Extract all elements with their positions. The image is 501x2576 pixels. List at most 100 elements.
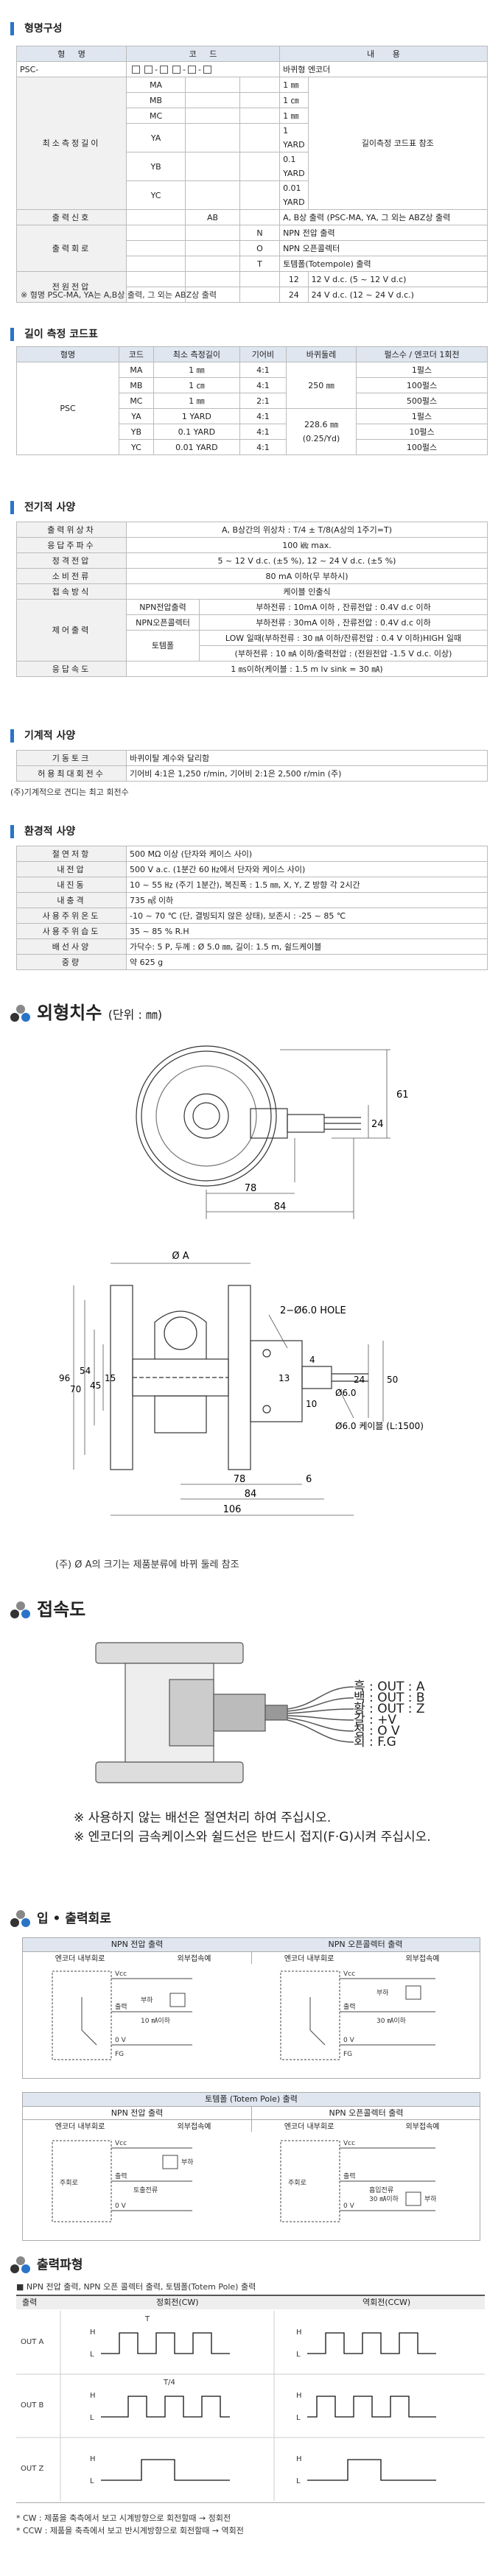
- length-model: PSC: [16, 362, 119, 455]
- electrical-title: 전기적 사양: [10, 501, 75, 514]
- waveform-heading: 출력파형: [10, 2254, 83, 2274]
- level-label: H: [90, 2328, 96, 2337]
- dim-label: 106: [223, 1504, 242, 1515]
- length-gear: 4:1: [239, 424, 287, 440]
- spec-sub: 토템폴: [126, 630, 200, 661]
- spec-label: 절연저항: [16, 846, 127, 862]
- length-code: MB: [119, 377, 154, 393]
- length-pulse: 1펄스: [356, 408, 488, 424]
- model-content: 1 ㎝: [279, 92, 309, 108]
- length-gear: 4:1: [239, 362, 287, 378]
- dim-label: 10: [306, 1399, 317, 1409]
- dim-label: 70: [70, 1384, 81, 1394]
- io-block-npn: NPN 전압 출력 NPN 오픈콜렉터 출력 엔코더 내부회로 외부접속예 엔코…: [22, 1937, 480, 2079]
- waveform-notes: * CW : 제품을 축측에서 보고 시계방향으로 회전할때 → 정회전 * C…: [16, 2512, 244, 2537]
- model-code: MA: [125, 77, 186, 93]
- length-header: 코드: [119, 346, 154, 362]
- dim-label: 24: [371, 1119, 384, 1130]
- io-label: 출력: [343, 2172, 356, 2180]
- top-view-drawing: 78 84 61 24: [136, 1045, 409, 1219]
- length-gear: 4:1: [239, 439, 287, 455]
- length-min: 1 YARD: [153, 408, 240, 424]
- wire-list: 흑 : OUT : A 백 : OUT : B 황 : OUT : Z 갈 : …: [354, 1681, 425, 1749]
- level-label: H: [90, 2392, 96, 2400]
- model-header: 형 명: [16, 46, 127, 62]
- spec-value: A, B상간의 위상차 : T/4 ± T/8(A상의 1주기=T): [126, 522, 488, 538]
- model-content: 12 V d.c. (5 ~ 12 V d.c): [307, 271, 488, 287]
- io-label: 0 V: [115, 2203, 127, 2210]
- io-label: 부하: [181, 2158, 194, 2166]
- model-group: 출력회로: [16, 225, 127, 272]
- model-content: A, B상 출력 (PSC-MA, YA, 그 외는 ABZ상 출력: [279, 209, 488, 225]
- io-label: Vcc: [343, 2140, 355, 2147]
- spec-value: -10 ~ 70 ℃ (단, 결빙되지 않은 상태), 보존시 : -25 ~ …: [126, 908, 488, 924]
- io-header: NPN 오픈콜렉터 출력: [251, 1938, 480, 1951]
- model-prefix: PSC-: [16, 61, 127, 77]
- spec-value: 100 ㎑ max.: [126, 537, 488, 553]
- spec-value: 가닥수: 5 P, 두께 : Ø 5.0 ㎜, 길이: 1.5 m, 쉴드케이블: [126, 938, 488, 955]
- dim-label: 4: [309, 1355, 315, 1365]
- level-label: H: [296, 2328, 302, 2337]
- model-code: MC: [125, 108, 186, 124]
- io-block-totem: 토템폴 (Totem Pole) 출력 NPN 전압 출력 NPN 오픈콜렉터 …: [22, 2092, 480, 2241]
- io-label: FG: [343, 2051, 352, 2058]
- dimension-unit: (단위 : ㎜): [108, 1008, 163, 1022]
- environment-title: 환경적 사양: [10, 825, 75, 838]
- io-label: 0 V: [343, 2037, 355, 2044]
- waveform-section: 출력파형 ■ NPN 전압 출력, NPN 오픈 콜렉터 출력, 토템폴(Tot…: [0, 2254, 501, 2571]
- spec-sub: NPN오픈콜렉터: [126, 614, 200, 631]
- connection-section: 접속도 흑 : OUT : A 백 : OUT : B 황 : OUT : Z …: [0, 1595, 501, 1904]
- spec-label: 정격전압: [16, 552, 127, 569]
- wire-item: 청 : O V: [354, 1724, 400, 1738]
- spec-label: 허용최대회전수: [16, 765, 127, 782]
- waveform-row-label: OUT A: [21, 2338, 43, 2346]
- level-label: H: [90, 2455, 96, 2463]
- io-label: 30 ㎃이하: [369, 2195, 399, 2203]
- length-min: 1 ㎜: [153, 362, 240, 378]
- io-header: 토템폴 (Totem Pole) 출력: [23, 2093, 480, 2106]
- io-label: 주회로: [288, 2179, 306, 2187]
- io-label: 출력: [115, 2172, 127, 2180]
- length-code-title: 길이 측정 코드표: [10, 328, 98, 341]
- section-bullet-icon: [10, 2256, 31, 2274]
- length-code: YB: [119, 424, 154, 440]
- model-content: 24 V d.c. (12 ~ 24 V d.c.): [307, 287, 488, 303]
- level-label: L: [90, 2351, 94, 2359]
- model-header: 코 드: [125, 46, 281, 62]
- length-pulse: 100펄스: [356, 439, 488, 455]
- length-min: 0.01 YARD: [153, 439, 240, 455]
- spec-value: 기어비 4:1은 1,250 r/min, 기어비 2:1은 2,500 r/m…: [126, 765, 488, 782]
- length-code: YC: [119, 439, 154, 455]
- dim-label: 84: [245, 1489, 257, 1500]
- connection-notes: ※ 사용하지 않는 배선은 절연처리 하여 주십시오. ※ 엔코더의 금속케이스…: [74, 1808, 431, 1847]
- connection-title: 접속도: [37, 1599, 86, 1620]
- spec-value: 500 MΩ 이상 (단자와 케이스 사이): [126, 846, 488, 862]
- model-code: 24: [279, 287, 309, 303]
- length-pulse: 500펄스: [356, 393, 488, 409]
- model-content: 1 ㎜: [279, 108, 309, 124]
- length-pulse: 1펄스: [356, 362, 488, 378]
- model-code: YA: [125, 123, 186, 152]
- waveform-header: 역회전(CCW): [362, 2298, 411, 2307]
- model-code: YC: [125, 180, 186, 210]
- length-code-table: 형명 코드 최소 측정길이 기어비 바퀴둘레 펄스수 / 엔코더 1회전 PSC…: [16, 346, 488, 455]
- spec-value: 5 ~ 12 V d.c. (±5 %), 12 ~ 24 V d.c. (±5…: [126, 552, 488, 569]
- io-label: 흡입전류: [369, 2186, 393, 2194]
- length-header: 기어비: [239, 346, 287, 362]
- length-gear: 4:1: [239, 408, 287, 424]
- dimension-heading: 외형치수 (단위 : ㎜): [10, 998, 162, 1024]
- spec-label: 제어출력: [16, 599, 127, 661]
- io-subheader: 외부접속예: [137, 1951, 251, 1964]
- length-circ: 250 ㎜: [285, 362, 357, 409]
- dim-label: 2−Ø6.0 HOLE: [280, 1305, 346, 1316]
- dim-label: 15: [105, 1373, 116, 1383]
- waveform-header: 정회전(CW): [156, 2298, 199, 2307]
- length-pulse: 10펄스: [356, 424, 488, 440]
- length-circ: 228.6 ㎜(0.25/Yd): [285, 408, 357, 455]
